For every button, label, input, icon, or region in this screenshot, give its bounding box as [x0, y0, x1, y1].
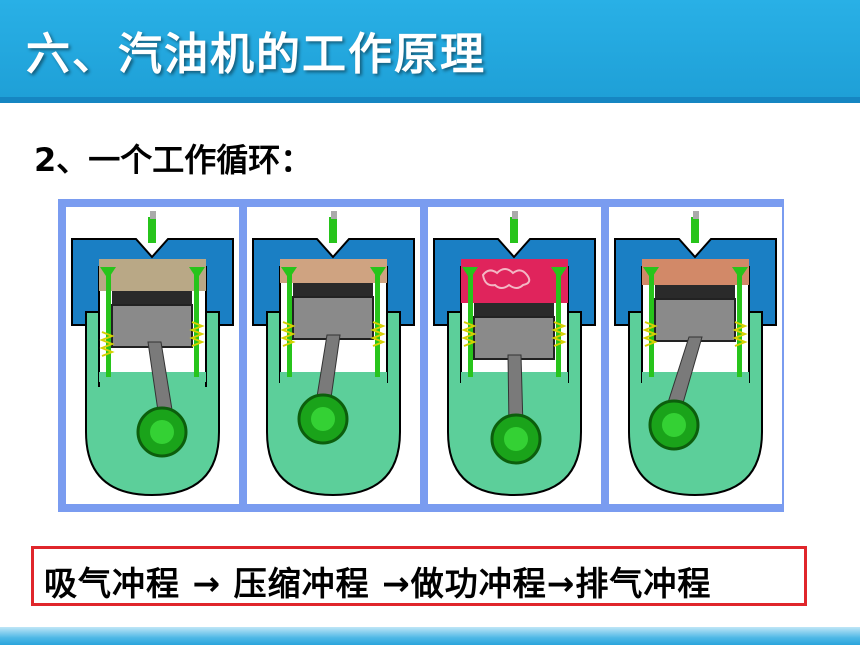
- exhaust-stroke-panel: [609, 207, 782, 504]
- title-bar: 六、汽油机的工作原理: [0, 0, 860, 103]
- compression-stroke-panel: [247, 207, 420, 504]
- title-bar-edge: [0, 97, 860, 103]
- engine-stroke-diagram: [58, 199, 784, 512]
- slide-subtitle: 2、一个工作循环：: [34, 141, 313, 179]
- slide-title: 六、汽油机的工作原理: [26, 29, 486, 80]
- power-stroke-panel: [428, 207, 601, 504]
- bottom-bar: [0, 627, 860, 645]
- stroke-sequence-caption: 吸气冲程 → 压缩冲程 →做功冲程→排气冲程: [44, 564, 712, 603]
- stroke-sequence-box: 吸气冲程 → 压缩冲程 →做功冲程→排气冲程: [31, 546, 807, 606]
- intake-stroke-panel: [66, 207, 239, 504]
